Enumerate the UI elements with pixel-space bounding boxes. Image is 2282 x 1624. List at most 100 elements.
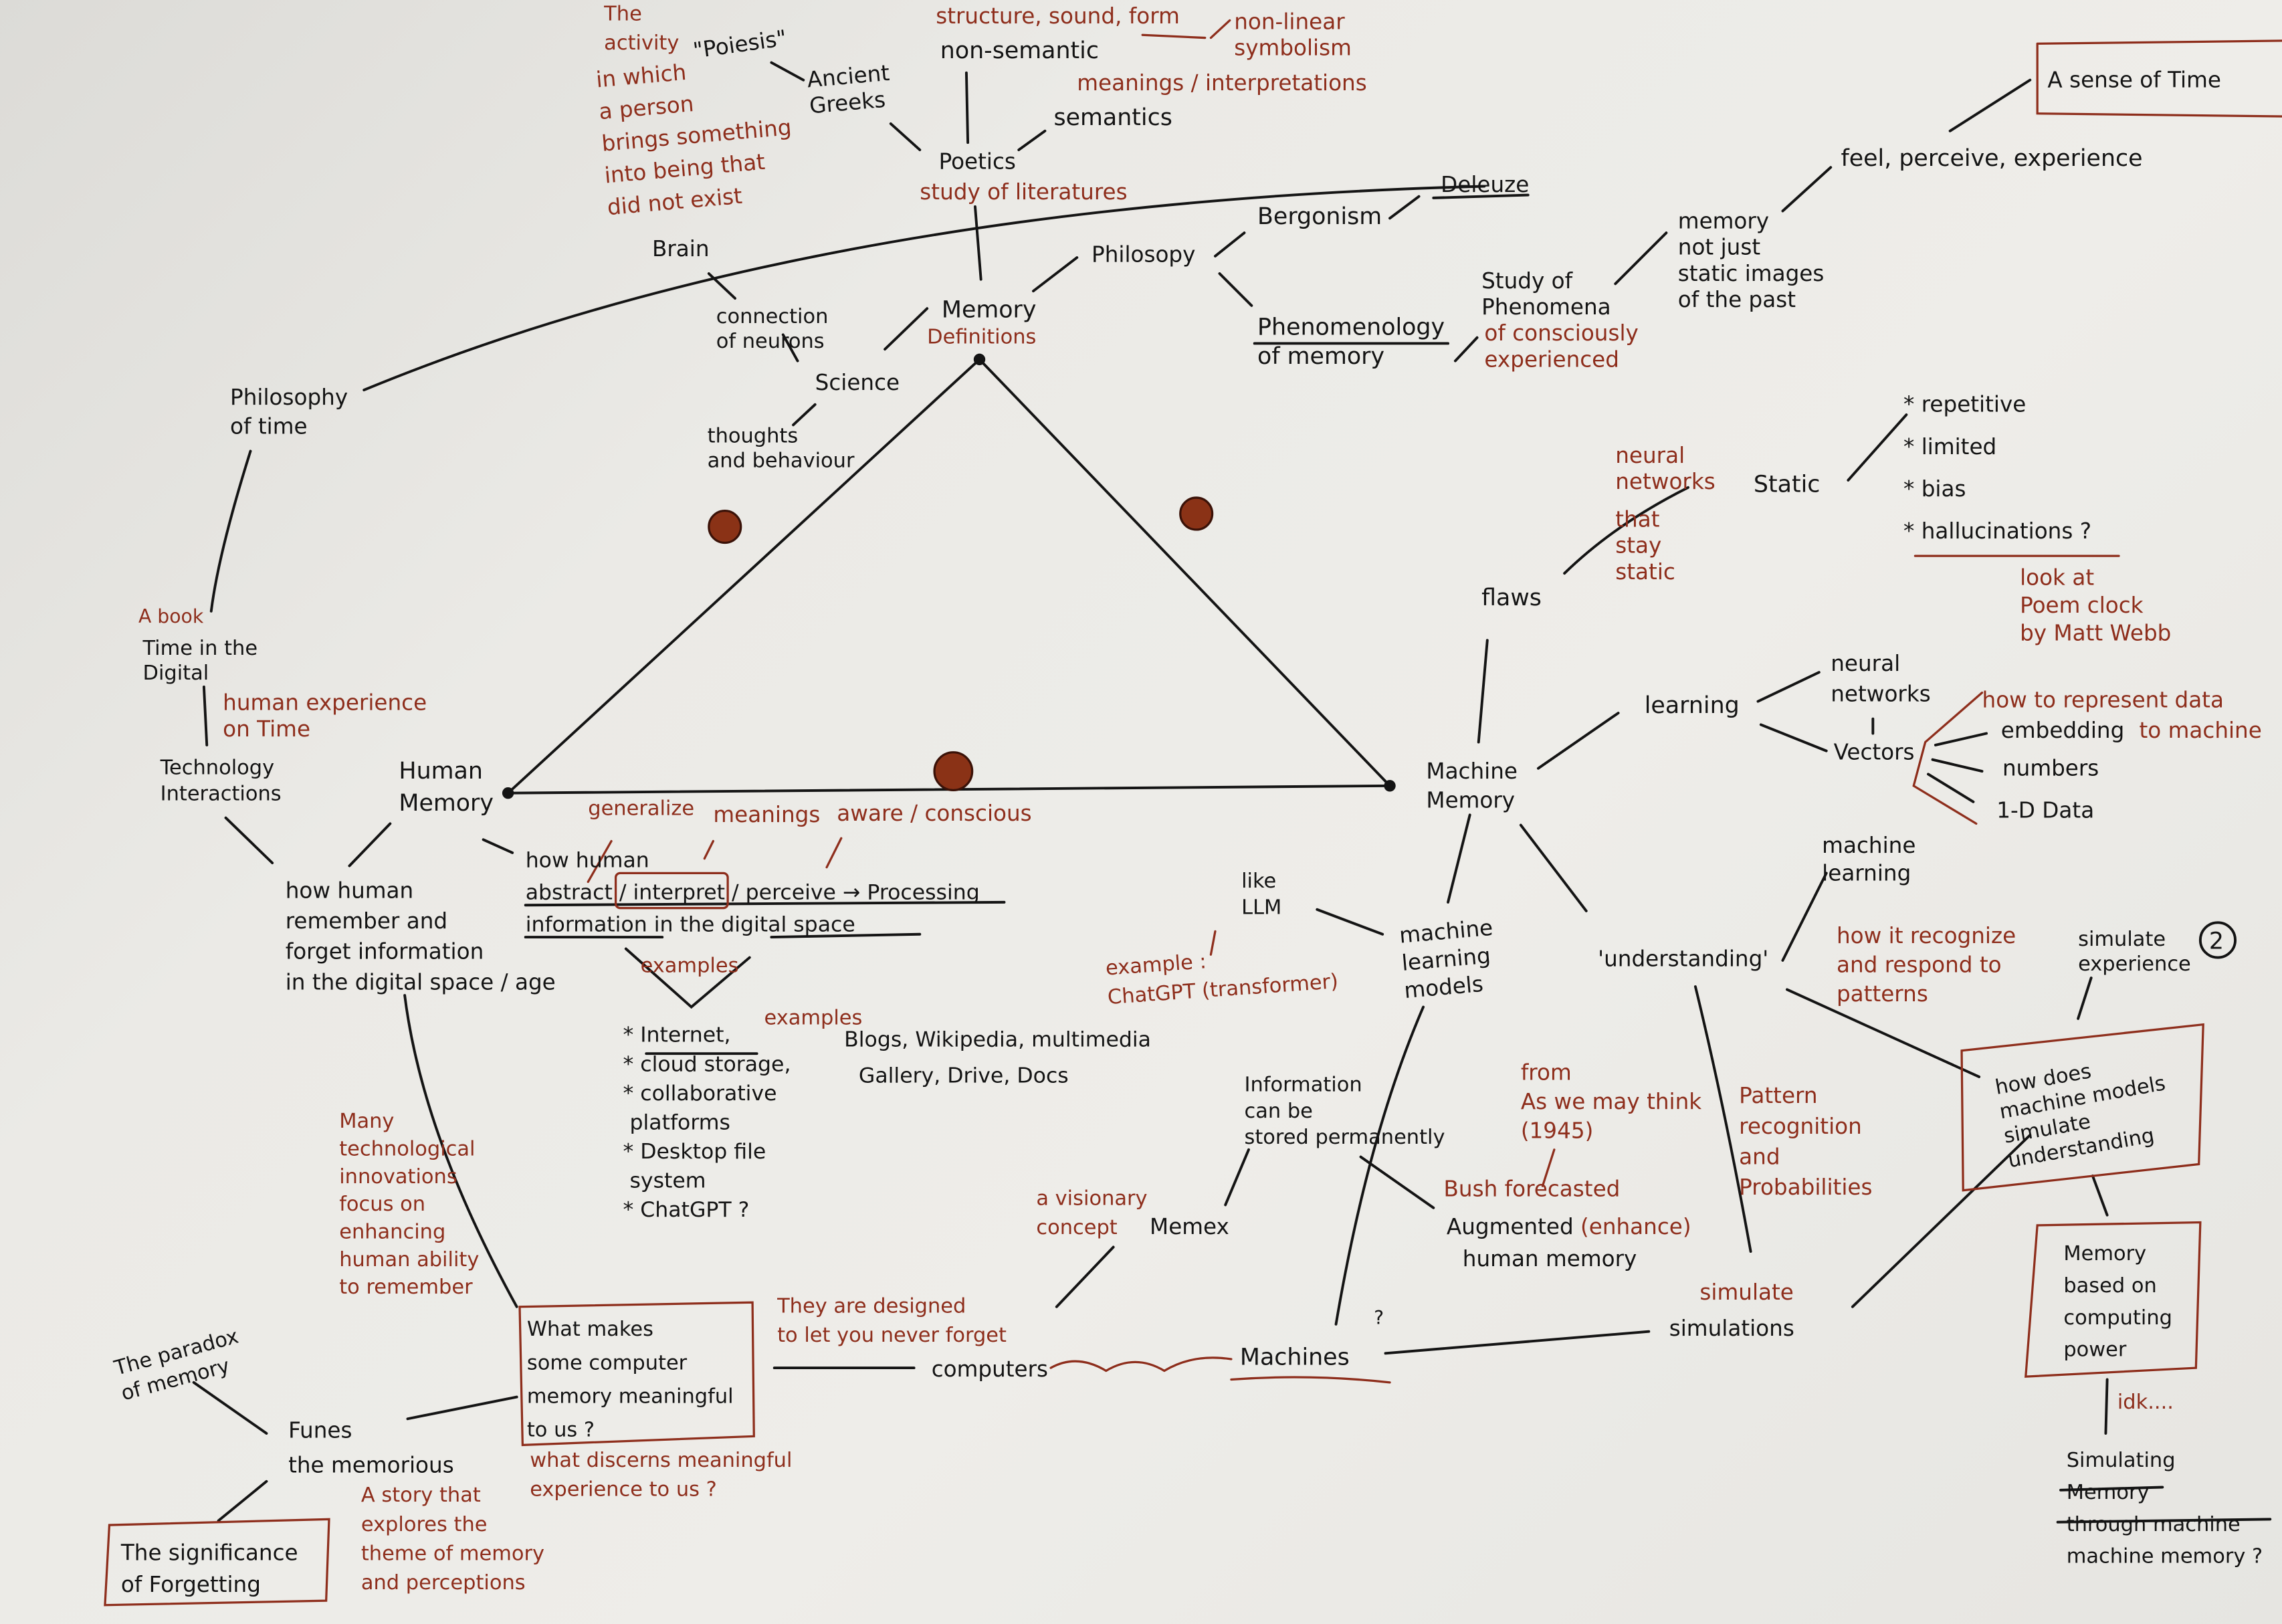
node-line: Memory — [1426, 787, 1515, 813]
node-memex: Memex — [1150, 1214, 1229, 1239]
node-line: connection — [716, 305, 829, 328]
node-line: structure, sound, form — [936, 3, 1180, 29]
node-line: symbolism — [1234, 35, 1352, 61]
node-line: simulations — [1669, 1316, 1794, 1341]
node-line: Memex — [1150, 1214, 1229, 1239]
memory-based-box — [2025, 1221, 2202, 1378]
node-line: information in the digital space — [526, 912, 855, 936]
node-line: experience — [2078, 952, 2191, 976]
node-line: Memory — [399, 790, 494, 817]
node-line: A book — [138, 605, 204, 627]
node-line: Machine — [1426, 758, 1518, 784]
node-line: neural — [1831, 651, 1900, 676]
node-line: to let you never forget — [777, 1324, 1007, 1347]
line — [1213, 231, 1246, 258]
node-flaw-list: * repetitive* limited* bias* hallucinati… — [1903, 392, 2091, 544]
node-line: Poem clock — [2020, 593, 2144, 618]
node-line: technological — [339, 1137, 475, 1160]
node-line: computers — [932, 1356, 1048, 1382]
node-understanding: 'understanding' — [1598, 946, 1768, 972]
node-line: learning — [1645, 692, 1740, 719]
node-line: machine memory ? — [2067, 1545, 2263, 1568]
node-line: Poetics — [939, 148, 1016, 174]
node-line: platforms — [623, 1110, 730, 1134]
line — [1693, 985, 1752, 1253]
node-line: forget information — [286, 939, 484, 965]
node-line: (enhance) — [1580, 1214, 1691, 1239]
node-line: semantics — [1053, 104, 1172, 131]
node-brain: Brain — [652, 236, 710, 262]
node-line: Machines — [1240, 1344, 1350, 1371]
node-line: Augmented — [1447, 1214, 1574, 1239]
node-line: (1945) — [1521, 1118, 1594, 1143]
node-line: examples — [764, 1007, 863, 1030]
node-circled-two: 2 — [2209, 928, 2224, 955]
line — [2077, 977, 2093, 1020]
node-line: innovations — [339, 1165, 457, 1189]
node-line: what discerns meaningful — [530, 1449, 792, 1472]
node-line: Brain — [652, 236, 710, 262]
node-line: and — [1739, 1144, 1780, 1170]
vertex-dot-left — [502, 787, 514, 799]
line — [2091, 1174, 2109, 1217]
node-line: some computer — [527, 1351, 688, 1375]
node-line: Memory — [942, 296, 1037, 323]
line — [1032, 256, 1079, 293]
node-line: static — [1615, 559, 1675, 585]
node-line: * repetitive — [1903, 392, 2026, 417]
line — [1948, 78, 2032, 132]
line — [224, 816, 274, 865]
node-example-list: * Internet,* cloud storage,* collaborati… — [623, 1023, 791, 1222]
node-numbers: numbers — [2002, 756, 2099, 781]
node-line: how to represent data — [1982, 687, 2224, 712]
line — [1759, 723, 1828, 752]
line — [403, 994, 518, 1308]
node-line: Science — [815, 370, 900, 395]
node-line: the memorious — [288, 1453, 454, 1478]
node-line: * ChatGPT ? — [623, 1198, 749, 1222]
node-line: networks — [1831, 682, 1931, 707]
brown-marker-dot — [1179, 496, 1214, 531]
node-line: machine — [1822, 833, 1915, 858]
node-a-book: A book — [138, 605, 204, 627]
node-line: Gallery, Drive, Docs — [859, 1064, 1069, 1088]
node-line: * limited — [1903, 434, 1996, 460]
node-human-mem2: human memory — [1463, 1246, 1637, 1272]
node-line: and respond to — [1837, 952, 2002, 977]
node-line: Human — [399, 758, 483, 785]
node-line: based on — [2063, 1274, 2156, 1298]
node-line: Digital — [143, 662, 209, 685]
line — [1563, 486, 1689, 575]
node-line: models — [1403, 971, 1484, 1003]
line — [1316, 908, 1384, 936]
node-line: Bergonism — [1257, 203, 1382, 230]
node-line: Static — [1754, 471, 1821, 498]
node-structure: structure, sound, form — [936, 3, 1180, 29]
node-line: meanings / interpretations — [1077, 70, 1366, 96]
node-line: Blogs, Wikipedia, multimedia — [844, 1027, 1151, 1051]
line — [781, 333, 799, 363]
node-line: in which — [595, 60, 688, 93]
node-line: like — [1241, 870, 1276, 893]
line — [1453, 336, 1479, 363]
node-line: experience to us ? — [530, 1478, 717, 1502]
node-line: LLM — [1241, 896, 1281, 919]
node-line: into being that — [603, 149, 766, 189]
node-line: "Poiesis" — [692, 25, 789, 64]
brown-marker-dot — [933, 751, 974, 791]
node-line: Study of — [1481, 268, 1574, 294]
line — [1927, 773, 1975, 803]
node-line: can be — [1244, 1100, 1312, 1123]
node-line: and behaviour — [708, 449, 855, 472]
